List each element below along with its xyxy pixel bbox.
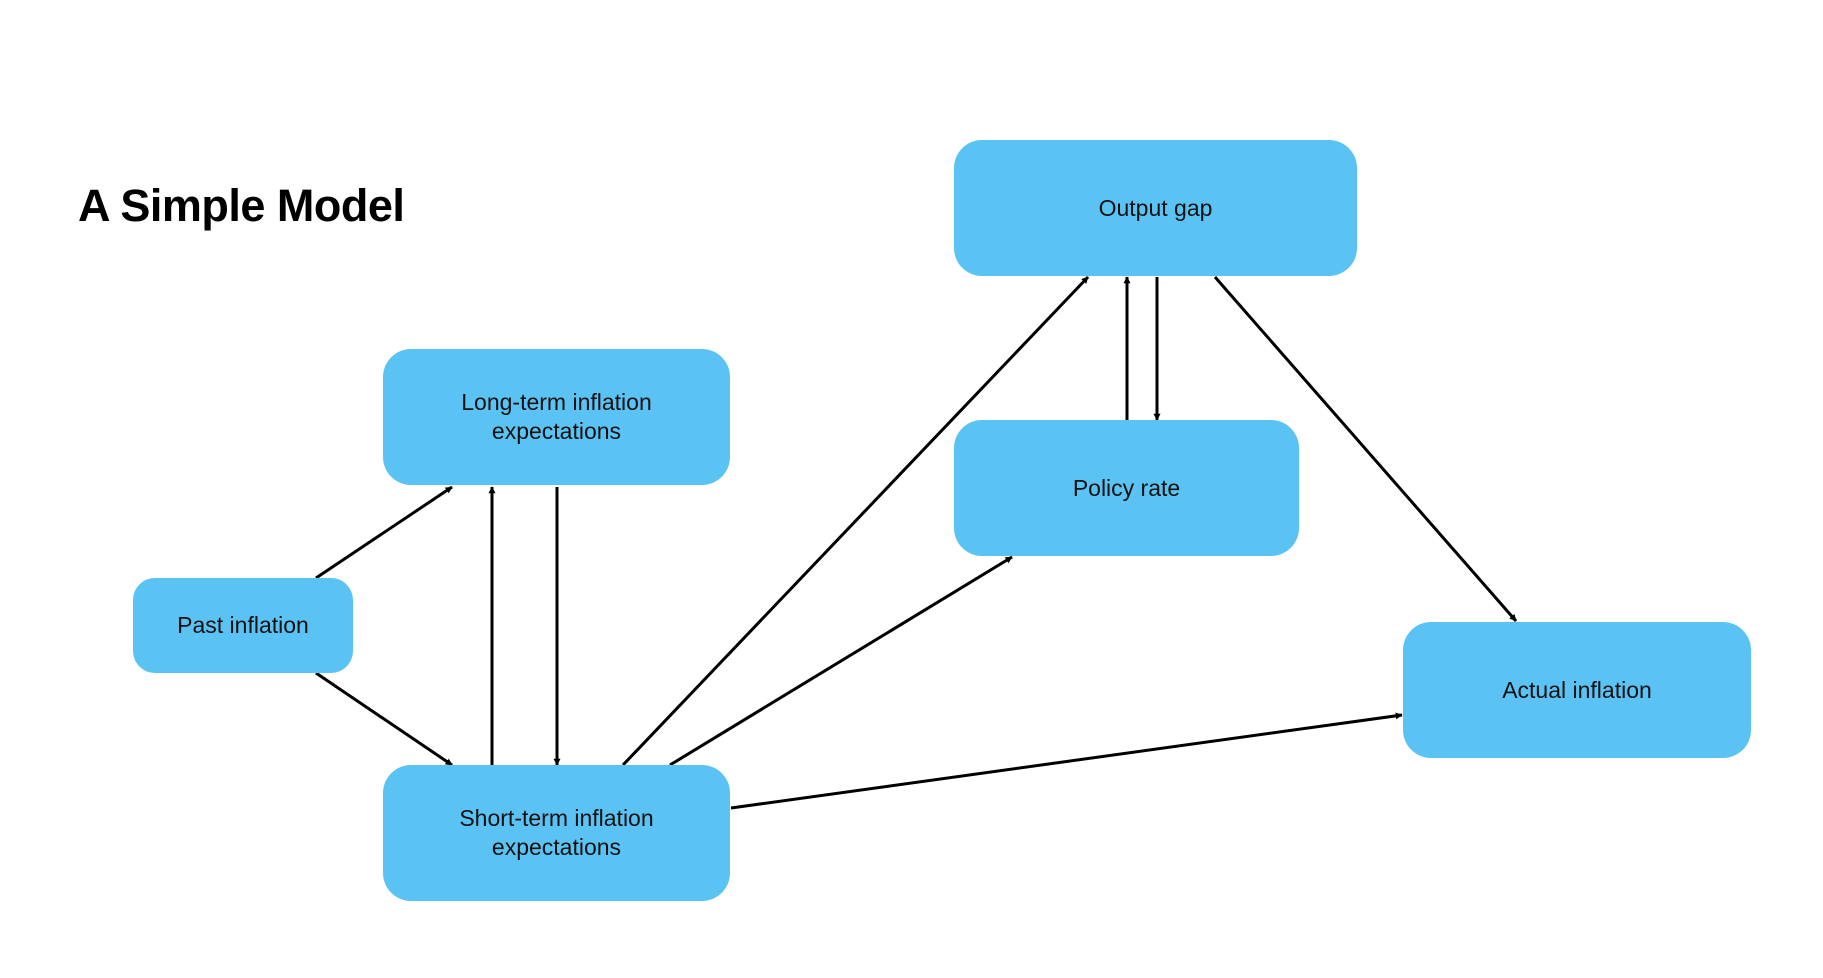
node-output-gap: Output gap bbox=[954, 140, 1357, 276]
node-output-gap-label: Output gap bbox=[1098, 194, 1213, 221]
node-past-inflation: Past inflation bbox=[133, 578, 353, 673]
node-short-term-inflation-expectations: Short-term inflation expectations bbox=[383, 765, 730, 901]
edge-short-to-output-gap bbox=[621, 275, 1090, 767]
node-policy-rate-label: Policy rate bbox=[1072, 474, 1181, 501]
edge-past-to-short-term bbox=[315, 671, 453, 767]
node-policy-rate: Policy rate bbox=[954, 420, 1299, 556]
edge-past-to-long-term bbox=[315, 485, 453, 580]
node-short-term-label: Short-term inflation expectations bbox=[459, 805, 654, 860]
edge-short-to-actual-inflation bbox=[730, 712, 1403, 810]
node-actual-inflation: Actual inflation bbox=[1403, 622, 1751, 758]
edge-output-gap-to-actual-inflation bbox=[1213, 276, 1518, 622]
node-past-inflation-label: Past inflation bbox=[177, 612, 309, 638]
node-long-term-inflation-expectations: Long-term inflation expectations bbox=[383, 349, 730, 485]
edge-short-to-policy-rate bbox=[669, 555, 1013, 767]
diagram-title: A Simple Model bbox=[78, 180, 405, 231]
node-actual-inflation-label: Actual inflation bbox=[1502, 676, 1652, 703]
node-long-term-label: Long-term inflation expectations bbox=[461, 389, 652, 444]
